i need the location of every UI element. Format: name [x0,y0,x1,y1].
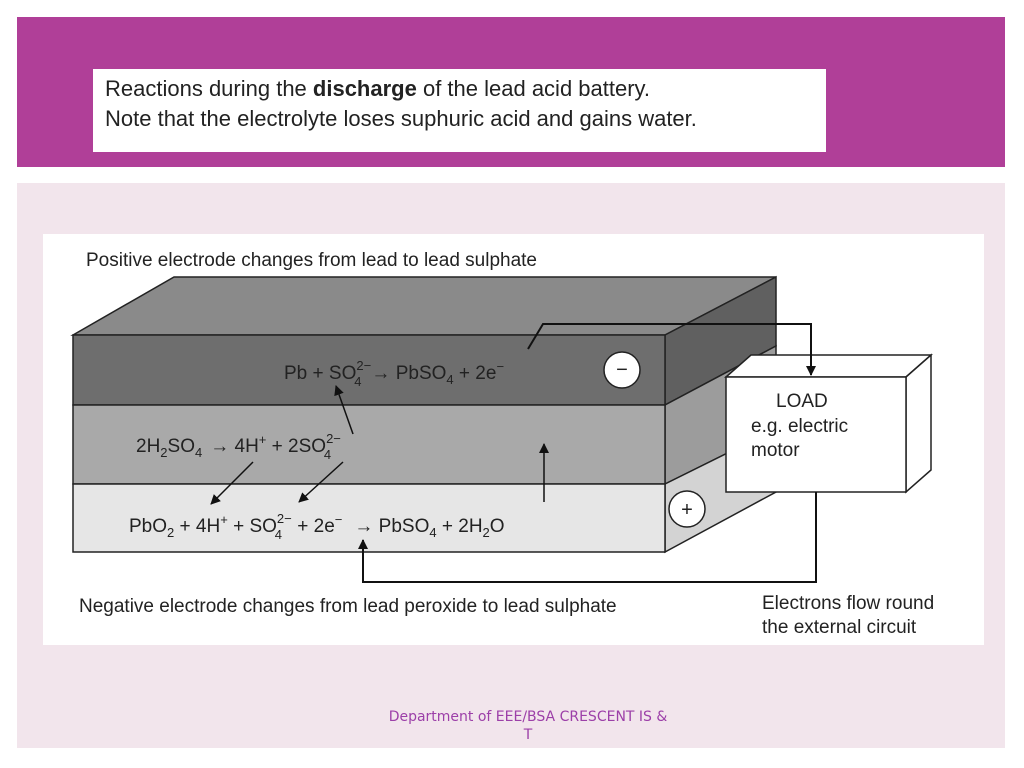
title-text-bold: discharge [312,76,417,101]
positive-terminal-sign: + [681,499,693,521]
positive-plate-layer [72,483,666,553]
slide-title-box: Reactions during the discharge of the le… [93,69,826,152]
load-box-side [905,353,932,494]
circuit-wire-from-load [358,492,817,583]
hydrogen-to-positive-arrow [210,461,254,505]
negative-electrode-label: Negative electrode changes from lead per… [79,596,617,617]
sulphate-to-negative-arrow [334,385,354,435]
circuit-wire-to-load [527,323,816,376]
electrons-label-line-1: Electrons flow round [762,593,934,614]
positive-terminal [668,490,706,528]
load-box-top [724,354,933,378]
electrons-label-line-2: the external circuit [762,617,917,638]
footer: Department of EEE/BSA CRESCENT IS & T [383,708,673,744]
electrolyte-layer [72,404,666,485]
sulphate-to-positive-arrow [298,461,344,503]
positive-electrode-label: Positive electrode changes from lead to … [86,250,537,271]
title-line-1: Reactions during the discharge of the le… [105,76,650,102]
battery-diagram-svg: LOAD e.g. electric motor − + Positive el… [70,250,934,638]
load-title: LOAD [776,391,828,412]
negative-electrode-equation: Pb + SO2−4→ PbSO4 + 2e− [284,358,504,389]
battery-top-face [70,276,777,336]
title-line-2: Note that the electrolyte loses suphuric… [105,106,697,131]
footer-line-2: T [523,727,533,743]
load-line-2: motor [751,440,800,461]
positive-electrode-equation: PbO2 + 4H+ + SO2−4 + 2e−→ PbSO4 + 2H2O [129,511,505,542]
load-box-front [725,376,907,493]
title-text-post: of the lead acid battery. [416,76,651,101]
footer-line-1: Department of EEE/BSA CRESCENT IS & [388,709,668,725]
title-text-pre: Reactions during the [105,76,313,101]
battery-diagram: LOAD e.g. electric motor − + Positive el… [43,234,984,645]
negative-plate-layer [72,334,666,406]
electrolyte-equation: 2H2SO4→ 4H+ + 2SO2−4 [136,431,341,462]
negative-terminal [603,351,641,389]
negative-terminal-sign: − [616,359,628,381]
load-line-1: e.g. electric [751,416,848,437]
